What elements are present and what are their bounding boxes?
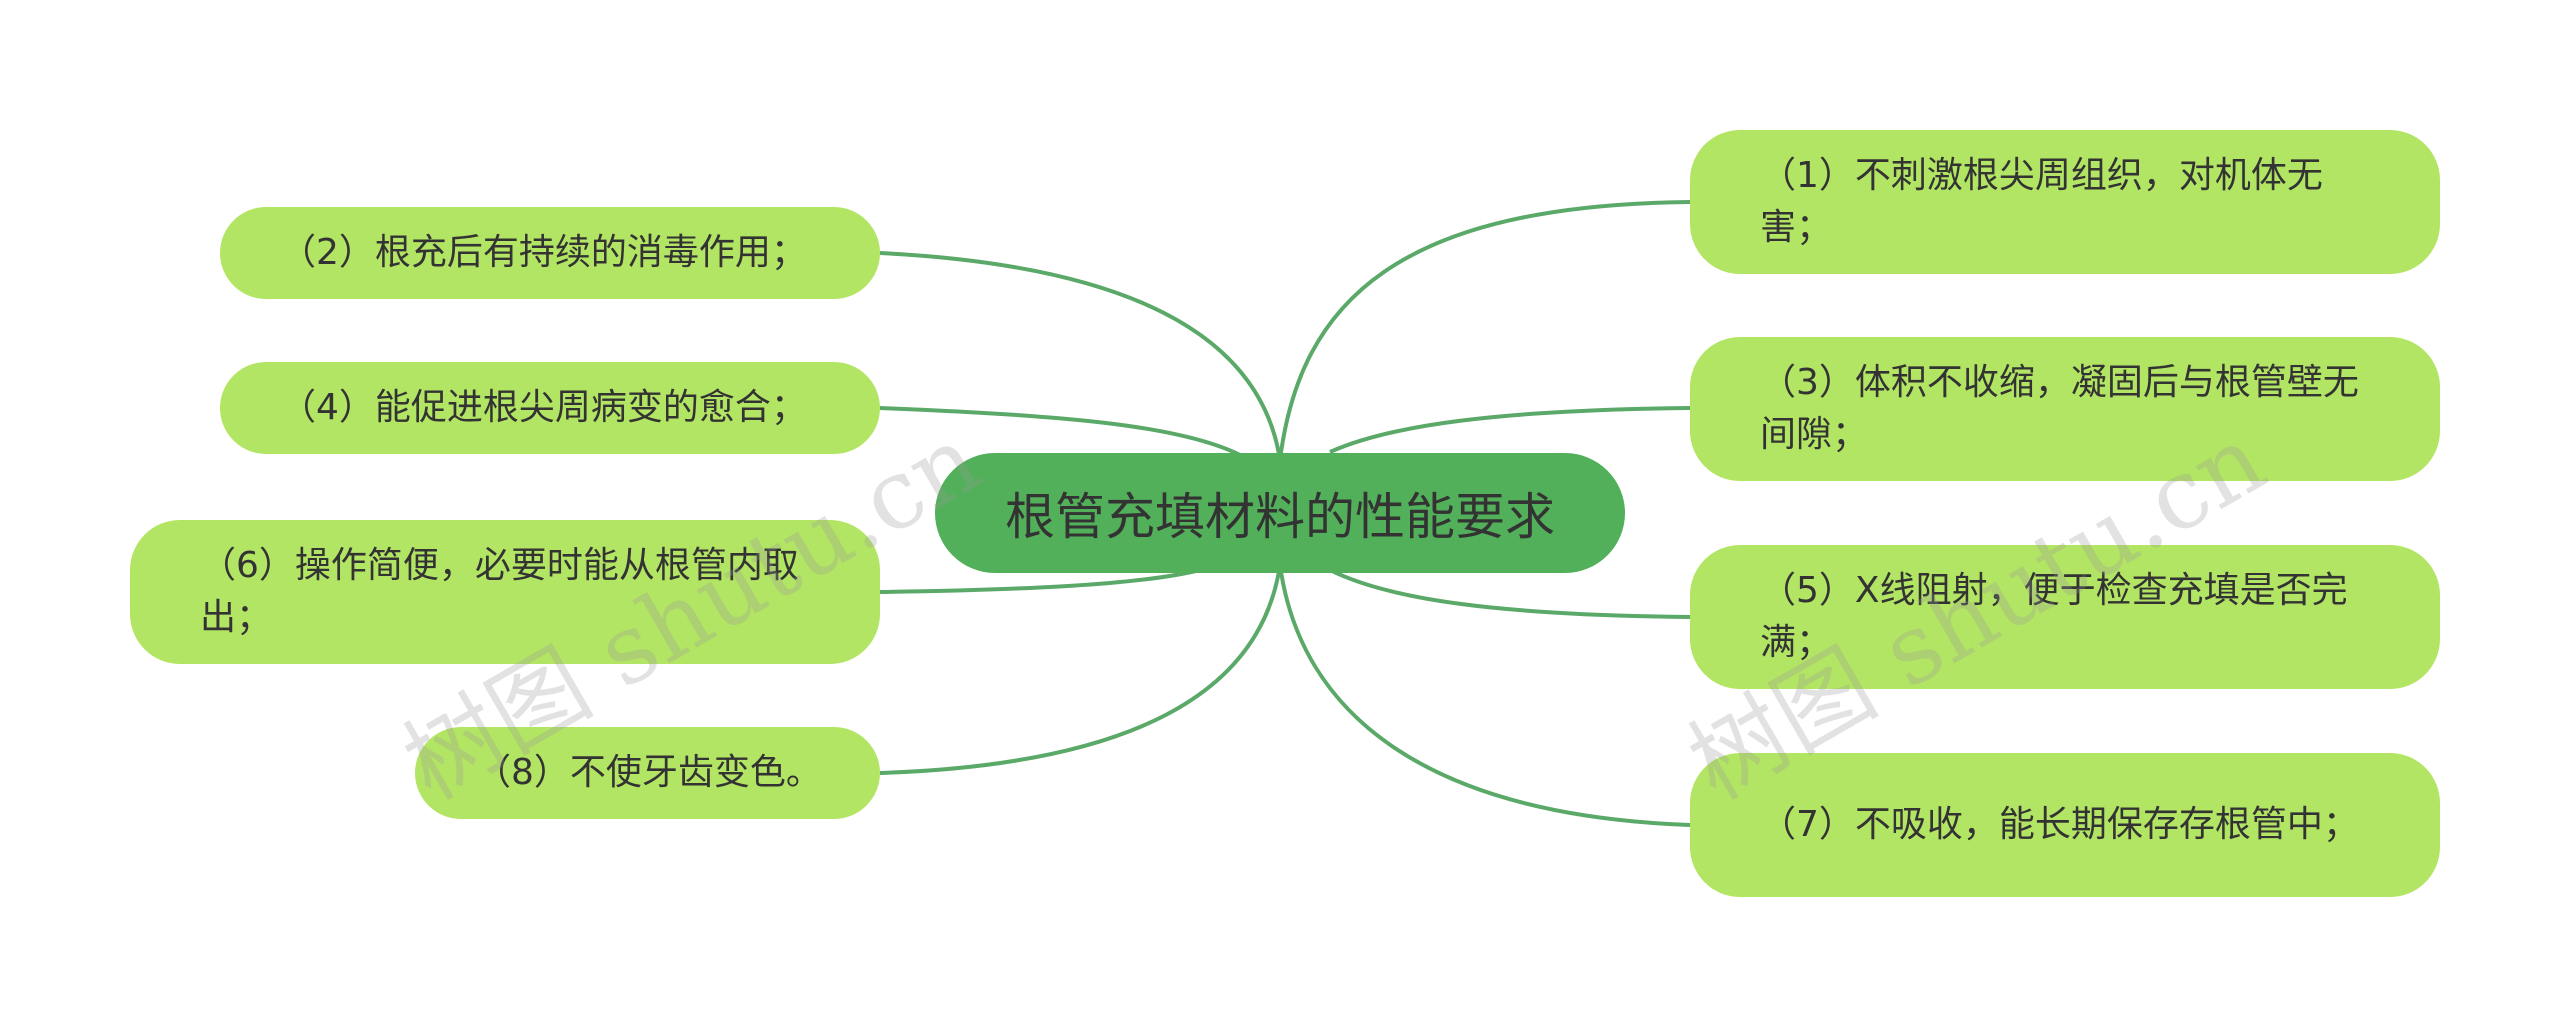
connector-root-n8 bbox=[879, 564, 1282, 775]
branch-label-1: （1）不刺激根尖周组织，对机体无害； bbox=[1760, 155, 2323, 248]
connector-root-n2 bbox=[879, 251, 1282, 461]
root-node[interactable]: 根管充填材料的性能要求 bbox=[935, 453, 1625, 573]
branch-node-7[interactable]: （7）不吸收，能长期保存存根管中； bbox=[1690, 753, 2440, 897]
branch-node-2[interactable]: （2）根充后有持续的消毒作用； bbox=[220, 207, 880, 299]
connector-root-n6 bbox=[879, 568, 1201, 594]
connector-root-n7 bbox=[1278, 564, 1691, 827]
connector-root-n5 bbox=[1329, 568, 1691, 619]
branch-label-2: （2）根充后有持续的消毒作用； bbox=[280, 232, 807, 273]
branch-node-3[interactable]: （3）体积不收缩，凝固后与根管壁无间隙； bbox=[1690, 337, 2440, 481]
branch-node-4[interactable]: （4）能促进根尖周病变的愈合； bbox=[220, 362, 880, 454]
branch-node-1[interactable]: （1）不刺激根尖周组织，对机体无害； bbox=[1690, 130, 2440, 274]
branch-label-7: （7）不吸收，能长期保存存根管中； bbox=[1760, 804, 2359, 845]
branch-label-5: （5）X线阻射，便于检查充填是否完满； bbox=[1760, 570, 2348, 663]
branch-label-3: （3）体积不收缩，凝固后与根管壁无间隙； bbox=[1760, 362, 2359, 455]
connector-root-n1 bbox=[1278, 200, 1691, 461]
branch-node-8[interactable]: （8）不使牙齿变色。 bbox=[415, 727, 880, 819]
branch-node-6[interactable]: （6）操作简便，必要时能从根管内取出； bbox=[130, 520, 880, 664]
connector-root-n4 bbox=[879, 406, 1241, 457]
branch-label-6: （6）操作简便，必要时能从根管内取出； bbox=[200, 545, 799, 638]
branch-label-8: （8）不使牙齿变色。 bbox=[475, 752, 822, 793]
root-label: 根管充填材料的性能要求 bbox=[1005, 488, 1555, 546]
branch-node-5[interactable]: （5）X线阻射，便于检查充填是否完满； bbox=[1690, 545, 2440, 689]
connector-root-n3 bbox=[1329, 406, 1691, 454]
branch-label-4: （4）能促进根尖周病变的愈合； bbox=[280, 387, 807, 428]
